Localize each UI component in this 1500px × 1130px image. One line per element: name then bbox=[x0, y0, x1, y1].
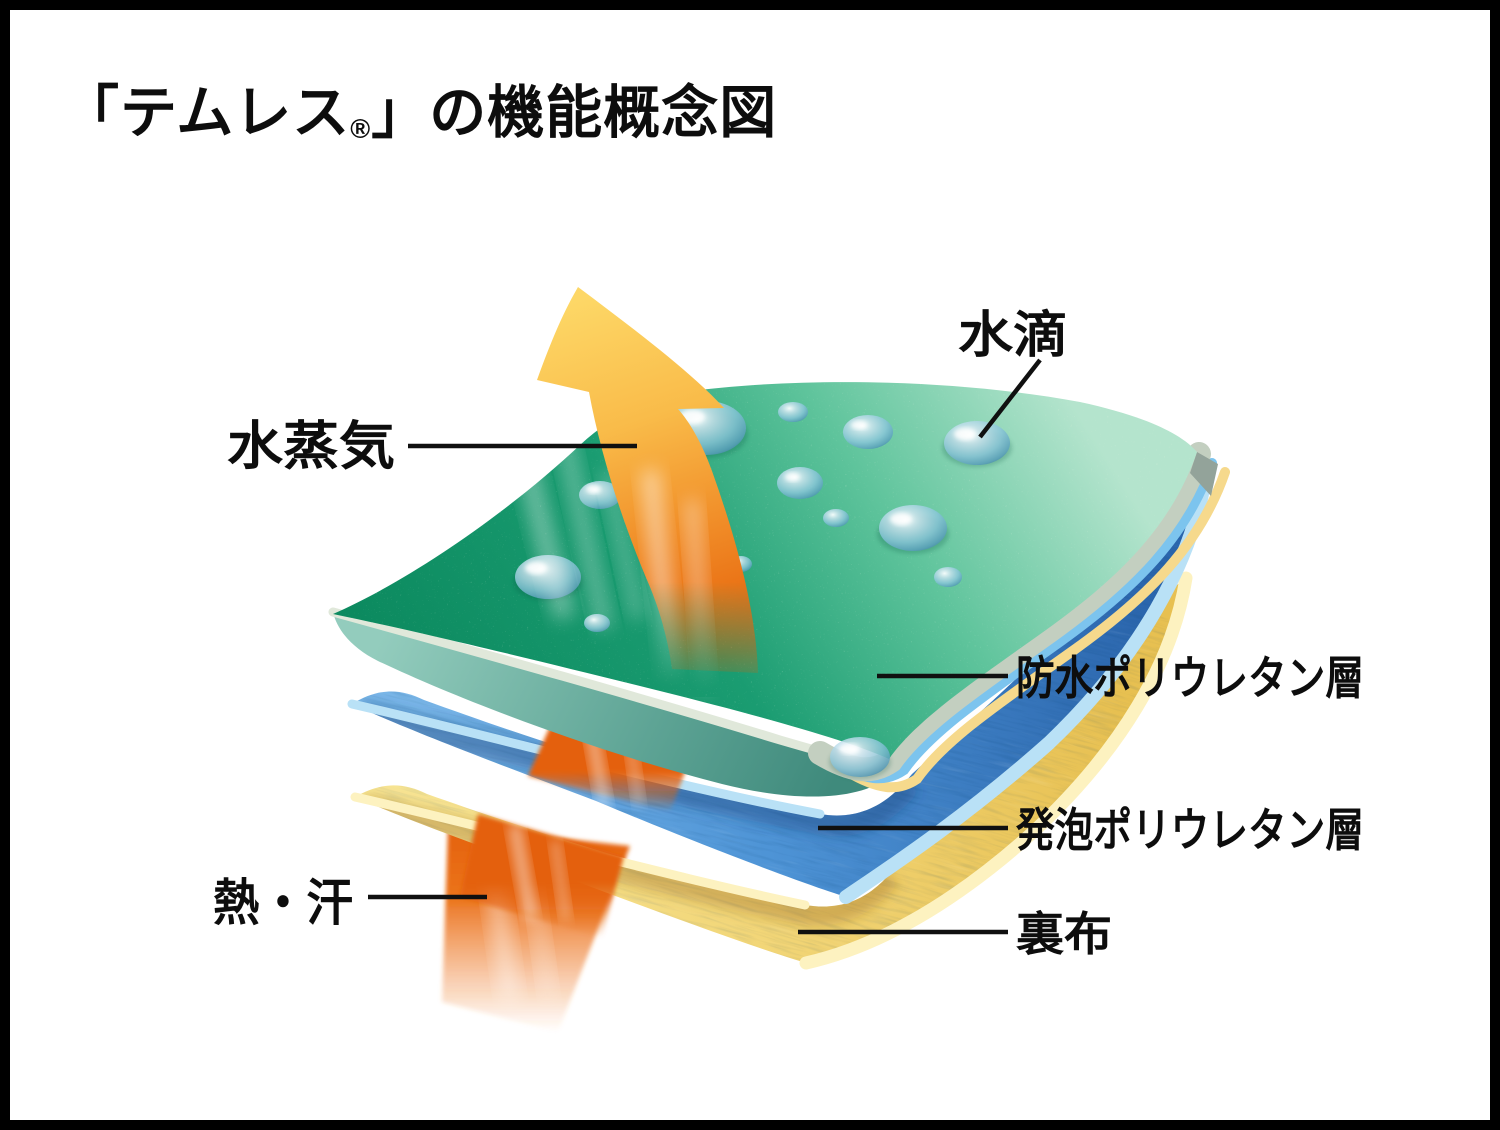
steam-arrow bbox=[537, 287, 758, 691]
lining-edge bbox=[799, 571, 1193, 970]
label-heat-sweat: 熱・汗 bbox=[213, 875, 353, 931]
label-water-vapor: 水蒸気 bbox=[227, 418, 395, 476]
label-water-droplet: 水滴 bbox=[958, 307, 1068, 363]
edge-stripe-blue bbox=[828, 458, 1217, 784]
label-texts: 水蒸気 水滴 防水ポリウレタン層 発泡ポリウレタン層 裏布 熱・汗 bbox=[213, 307, 1364, 960]
vapor-wisps bbox=[513, 430, 645, 630]
label-foam-layer: 発泡ポリウレタン層 bbox=[1016, 804, 1364, 856]
page-title: 「テムレス®」の機能概念図 bbox=[62, 81, 777, 145]
edge-stripe-yellow bbox=[841, 467, 1230, 793]
heat-flow-segment-lower bbox=[460, 814, 624, 938]
label-lining-fabric: 裏布 bbox=[1016, 908, 1112, 960]
annotations bbox=[368, 358, 1042, 935]
label-waterproof-layer: 防水ポリウレタン層 bbox=[1016, 652, 1364, 704]
water-droplet-labeled bbox=[942, 421, 1012, 467]
pointer-line-water-droplet bbox=[978, 358, 1042, 439]
